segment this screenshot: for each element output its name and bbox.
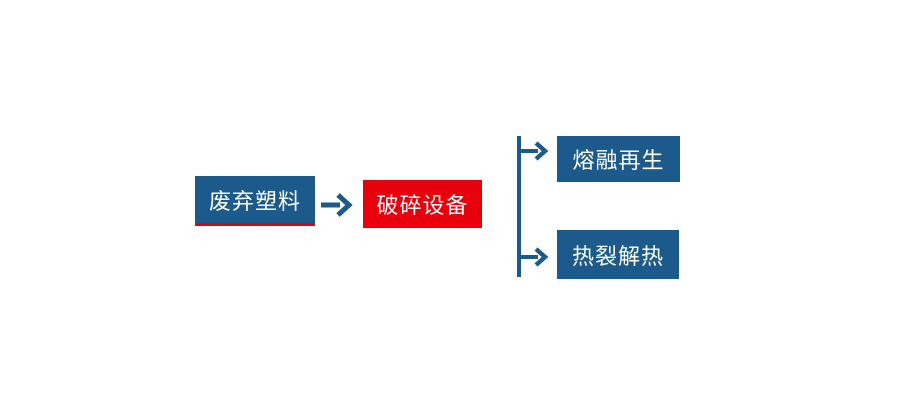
node-waste-plastic: 废弃塑料 (195, 176, 315, 226)
node-pyrolysis-heat: 热裂解热 (557, 230, 679, 279)
branch-arrow-bottom-icon (519, 247, 549, 267)
branch-connector (517, 136, 549, 277)
node-crushing-equipment-label: 破碎设备 (376, 194, 469, 219)
node-melt-regeneration: 熔融再生 (557, 136, 680, 182)
node-melt-regeneration-label: 熔融再生 (572, 149, 665, 174)
node-pyrolysis-heat-label: 热裂解热 (571, 244, 664, 270)
branch-arrow-top-icon (519, 141, 549, 161)
right-arrow-icon (321, 193, 353, 217)
node-crushing-equipment: 破碎设备 (363, 180, 482, 228)
node-waste-plastic-label: 废弃塑料 (208, 189, 301, 215)
